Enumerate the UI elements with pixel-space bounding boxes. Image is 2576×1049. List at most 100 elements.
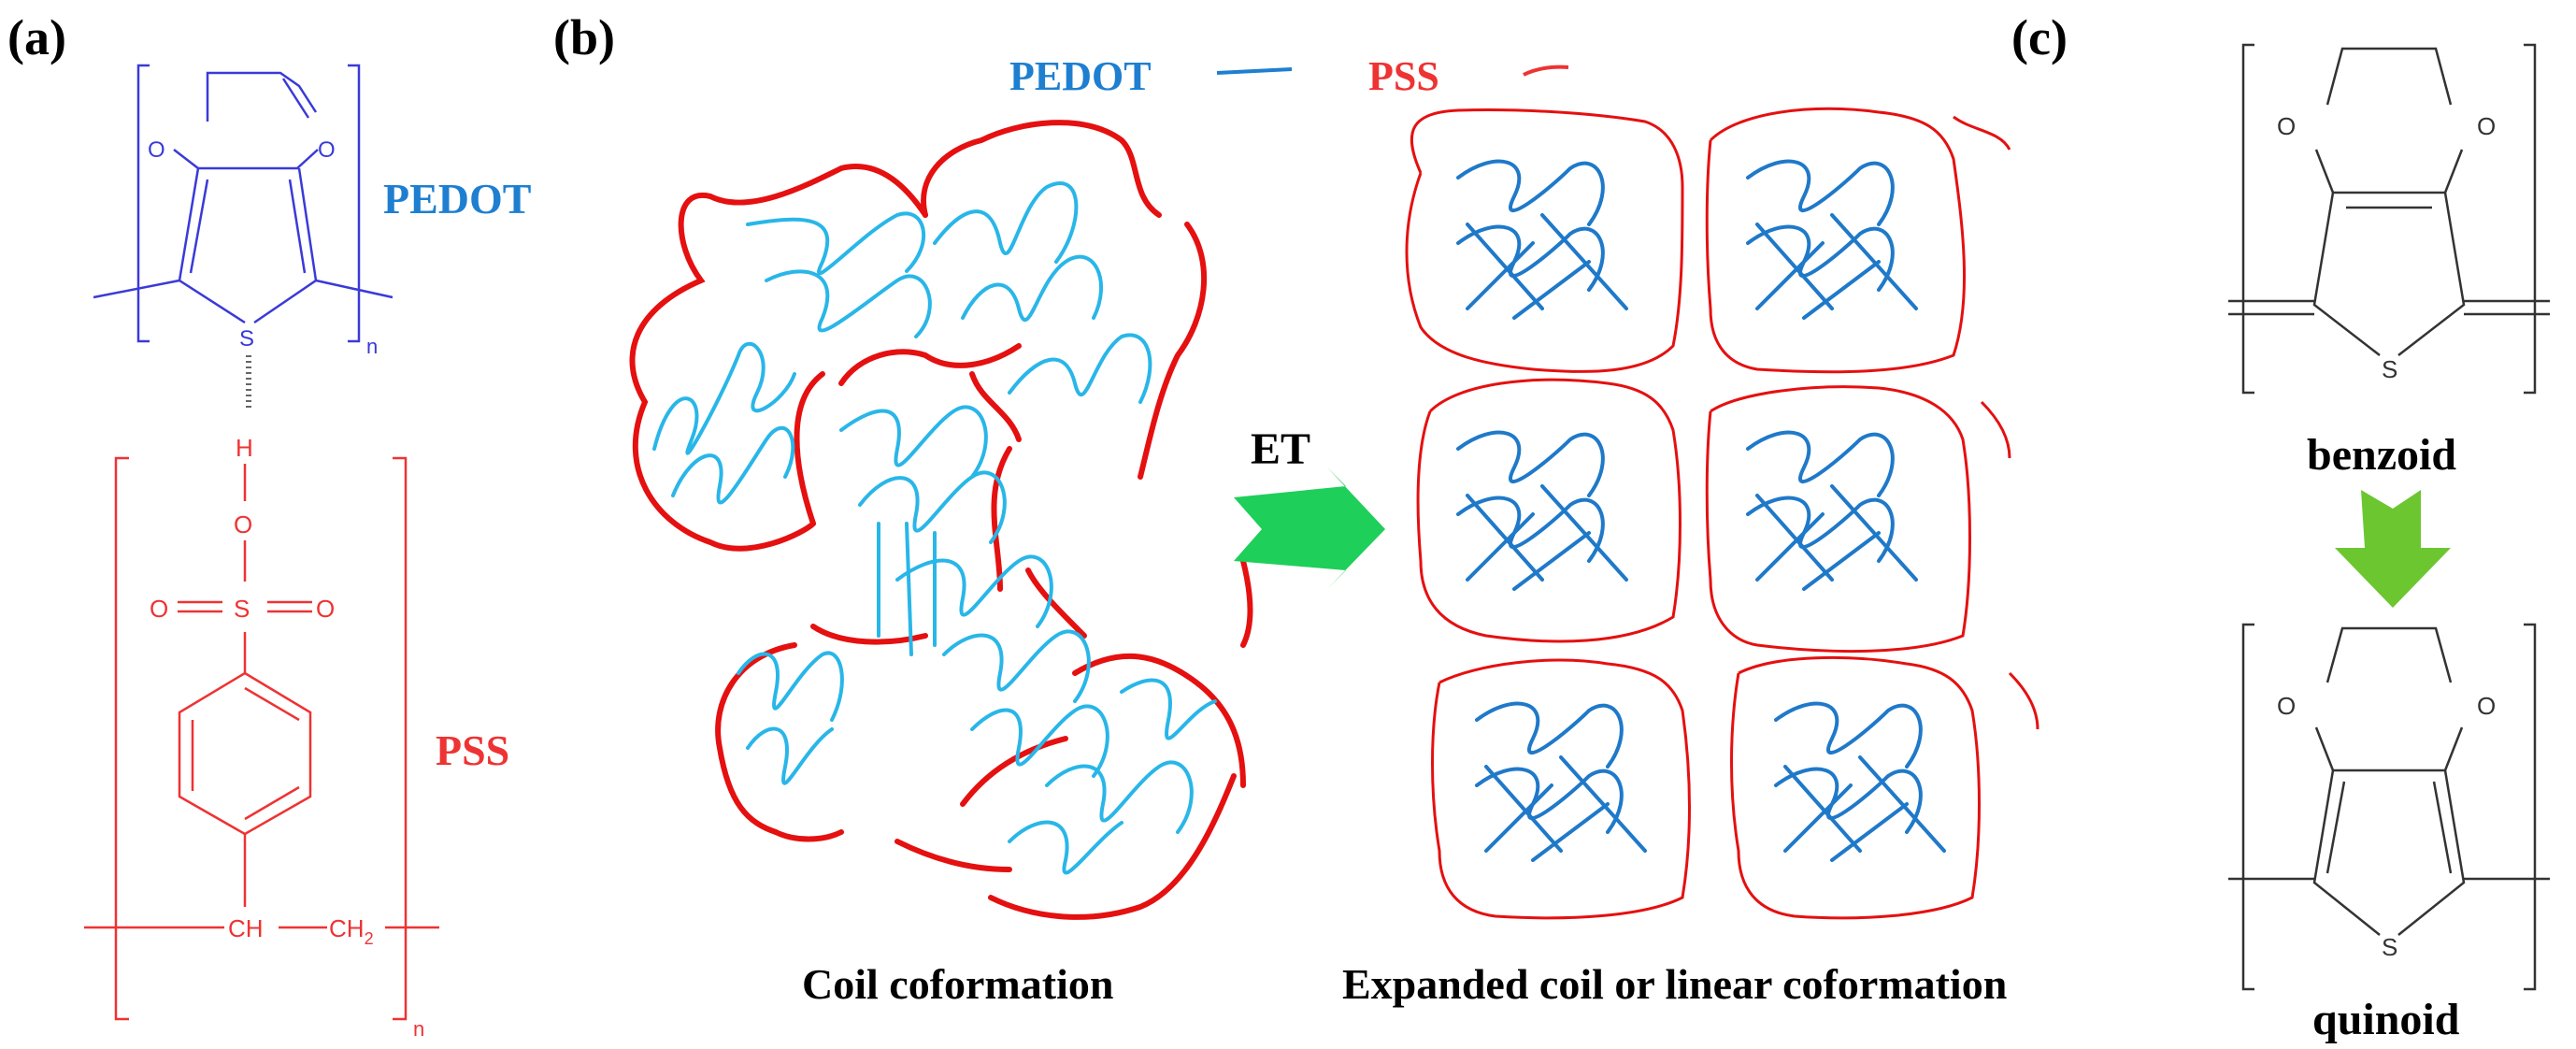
benzoid-quinoid-arrow	[2335, 490, 2451, 608]
pss-o-sulfonyl-right: O	[316, 595, 335, 623]
benzoid-label: benzoid	[2307, 430, 2456, 480]
pedot-coil-chain-7	[1008, 333, 1152, 404]
pedot-coil-chain-17	[1120, 678, 1217, 740]
pss-cell-r2c2	[1705, 385, 1971, 654]
pedot-bracket-left	[136, 64, 150, 343]
pss-coil-shell-11	[773, 829, 844, 842]
quinoid-o-right: O	[2477, 692, 2496, 720]
pedot-coil-chain-16	[1008, 820, 1123, 875]
panel-a: (a) O O S n PEDOT	[7, 9, 531, 1041]
pedot-coil-chain-2	[671, 425, 795, 505]
quinoid-dioxane	[2314, 626, 2464, 771]
panel-b-label: (b)	[553, 9, 615, 65]
pedot-thiophene-double-l	[189, 179, 209, 274]
pss-coil-shell-15	[1072, 653, 1246, 788]
coil-pedot-chains	[652, 181, 1217, 875]
pedot-label: PEDOT	[383, 175, 531, 223]
legend-pss-label: PSS	[1368, 53, 1439, 99]
pedot-sulfur: S	[239, 326, 254, 352]
pedot-coil-chain-18	[877, 522, 937, 656]
pss-cell-r3c2-tail	[2008, 671, 2039, 730]
benzoid-s: S	[2382, 355, 2397, 383]
benzoid-o-left: O	[2277, 112, 2296, 140]
pss-cell-r3c1	[1431, 658, 1691, 920]
pedot-coil-chain-1	[652, 341, 796, 455]
pss-coil-shell-2	[708, 164, 928, 218]
coil-pss-outlines	[629, 120, 1253, 920]
pedot-exp-r1c1-a	[1456, 159, 1628, 320]
et-arrow	[1234, 467, 1385, 589]
pedot-exp-r3c2-a	[1774, 701, 1946, 862]
legend-pss-line	[1523, 65, 1569, 77]
pss-s-sulfonyl: S	[234, 595, 250, 623]
pss-coil-shell-12	[894, 839, 1012, 872]
quinoid-double-r	[2432, 781, 2453, 874]
pedot-dioxane-ring	[173, 71, 319, 169]
pedot-coil-chain-8	[839, 405, 988, 479]
pedot-structure	[93, 64, 394, 411]
pss-n-subscript: n	[413, 1017, 424, 1041]
pss-ch2-base: CH	[329, 914, 365, 942]
quinoid-double-l	[2326, 781, 2346, 874]
expanded-grid	[1405, 107, 2039, 920]
pss-so-left	[178, 600, 222, 613]
pedot-coil-chain-3	[746, 211, 925, 276]
pss-label: PSS	[436, 726, 509, 774]
panel-a-label: (a)	[7, 9, 66, 65]
quinoid-bracket-left	[2241, 623, 2254, 991]
pss-coil-shell-8	[991, 446, 1012, 592]
pss-coil-shell-13	[960, 736, 1068, 807]
pedot-coil-chain-10	[895, 554, 1053, 628]
benzoid-o-right: O	[2477, 112, 2496, 140]
pss-ch: CH	[228, 914, 264, 942]
pss-o-link: O	[234, 510, 252, 539]
pss-coil-shell-9	[810, 624, 928, 645]
panel-b: (b) PEDOT PSS	[553, 9, 2039, 1008]
pss-cell-r1c2-tail	[1953, 115, 2011, 151]
benzoid-dioxane	[2314, 47, 2464, 194]
pedot-coil-chain-9	[858, 470, 1007, 544]
pss-benzene-inner	[191, 686, 300, 821]
pss-bracket-left	[114, 456, 129, 1021]
pss-cell-r2c1	[1416, 378, 1682, 643]
pss-coil-shell-17	[1240, 558, 1253, 648]
pss-bracket-right	[393, 456, 408, 1021]
pedot-coil-chain-13	[737, 651, 844, 722]
pedot-thiophene-double-r	[288, 179, 307, 274]
expanded-pss-outlines	[1405, 107, 2039, 920]
pss-structure	[84, 456, 439, 1021]
pedot-o-left: O	[148, 137, 165, 163]
pss-coil-shell-5	[838, 343, 1022, 386]
quinoid-o-left: O	[2277, 692, 2296, 720]
expanded-pedot-chains	[1456, 159, 1946, 862]
pss-coil-shell-4	[1138, 222, 1208, 480]
caption-expanded: Expanded coil or linear coformation	[1342, 960, 2007, 1008]
pss-cell-r1c1	[1405, 108, 1684, 373]
pedot-coil-chain-15	[1045, 760, 1194, 834]
pss-coil-shell-10	[715, 642, 797, 835]
benzoid-chain	[2228, 299, 2550, 316]
benzoid-bracket-left	[2241, 43, 2254, 395]
caption-coil: Coil coformation	[802, 960, 1113, 1008]
quinoid-bracket-right	[2524, 623, 2537, 991]
pss-hydrogen: H	[236, 434, 253, 462]
pedot-coil-chain-11	[942, 629, 1091, 703]
pedot-exp-r1c2-a	[1746, 159, 1918, 320]
pss-ch2-sub: 2	[365, 929, 374, 948]
quinoid-structure	[2228, 623, 2550, 991]
pedot-o-right: O	[318, 137, 336, 163]
panel-c-label: (c)	[2011, 9, 2068, 65]
pedot-exp-r2c1-a	[1456, 430, 1628, 591]
legend-pedot-line	[1216, 67, 1293, 75]
pedot-exp-r2c2-a	[1746, 430, 1918, 591]
pss-ch2: CH2	[329, 914, 374, 948]
pss-cell-r3c2	[1730, 655, 1981, 920]
pss-o-sulfonyl-left: O	[150, 595, 168, 623]
benzoid-structure	[2228, 43, 2550, 395]
pedot-exp-r3c1-a	[1475, 701, 1647, 862]
quinoid-thiophene	[2312, 769, 2466, 936]
pedot-chain	[93, 279, 394, 299]
pss-so-right	[267, 600, 312, 613]
pedot-coil-chain-12	[970, 704, 1109, 778]
